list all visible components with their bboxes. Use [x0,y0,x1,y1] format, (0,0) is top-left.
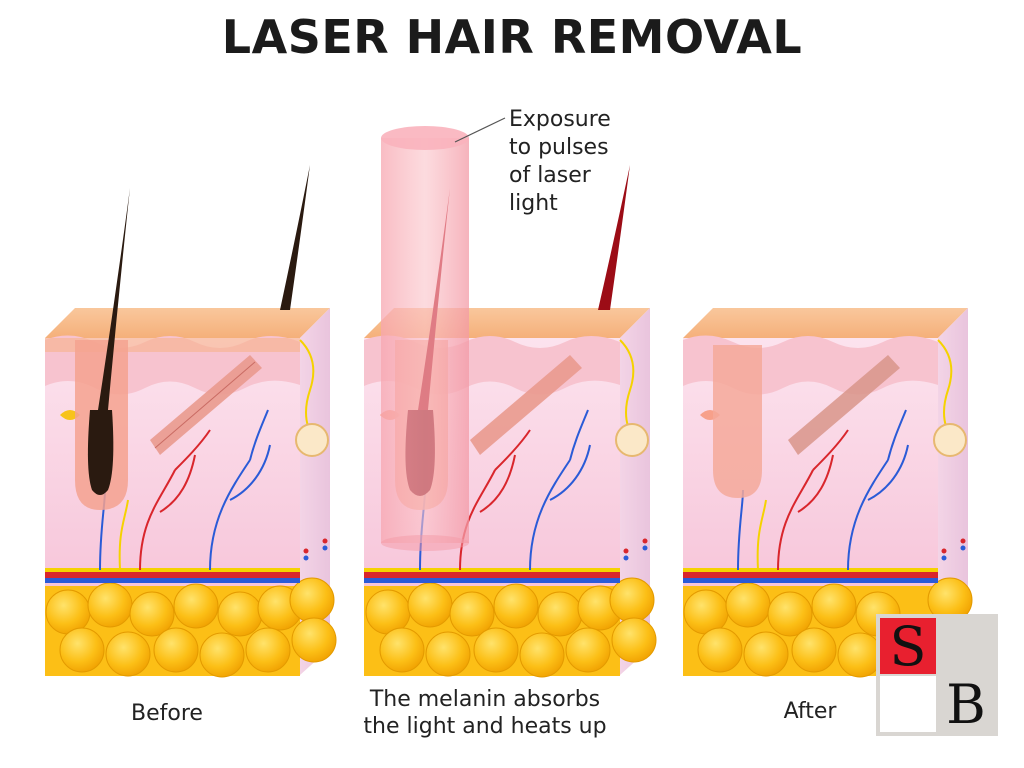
caption-heating-line-2: the light and heats up [363,714,607,739]
logo-letter-s: S [880,618,936,676]
caption-heating: The melanin absorbs the light and heats … [335,686,635,740]
skin-block-heating [364,117,657,678]
logo-blank-square [880,676,936,732]
caption-after: After [783,699,837,724]
annotation-leader-line [454,117,506,143]
caption-before: Before [131,701,203,726]
skin-block-after [683,308,973,678]
annotation-line-2: to pulses [509,135,609,160]
diagram-title: LASER HAIR REMOVAL [221,10,803,64]
annotation-line-4: light [509,191,558,216]
annotation-line-3: of laser [509,163,591,188]
laser-annotation: Exposure to pulses of laser light [509,106,649,218]
logo-letter-b: B [946,673,986,736]
sb-logo: S B [876,614,998,736]
annotation-line-1: Exposure [509,107,611,132]
laser-beam [381,126,469,551]
caption-heating-line-1: The melanin absorbs [369,687,601,712]
skin-block-before [45,165,337,678]
